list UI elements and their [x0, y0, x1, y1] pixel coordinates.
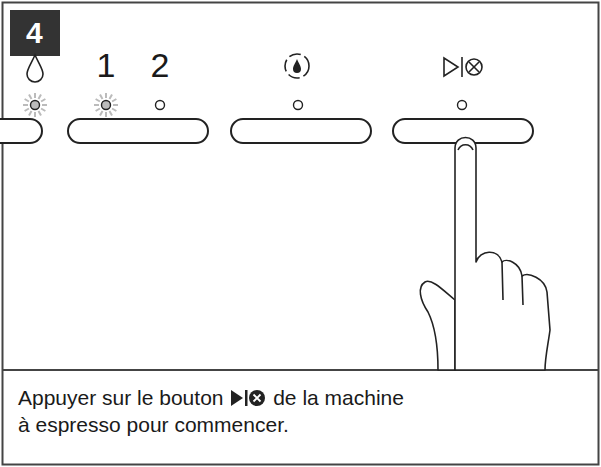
cup-count: 2 — [151, 48, 170, 82]
descale-icon — [285, 54, 309, 78]
push-buttons — [0, 119, 533, 143]
water-drop-icon — [27, 55, 43, 82]
panel-frame — [3, 3, 599, 465]
start-stop-symbol — [229, 388, 267, 408]
step-number: 4 — [26, 18, 43, 48]
led-indicators — [31, 101, 467, 110]
pressing-hand — [420, 138, 550, 371]
step-badge — [10, 10, 60, 56]
start-stop-icon — [444, 57, 482, 77]
cup-count: 1 — [97, 48, 116, 82]
instruction-caption: Appuyer sur le bouton de la machine à es… — [18, 384, 578, 439]
led-glow — [23, 93, 118, 117]
